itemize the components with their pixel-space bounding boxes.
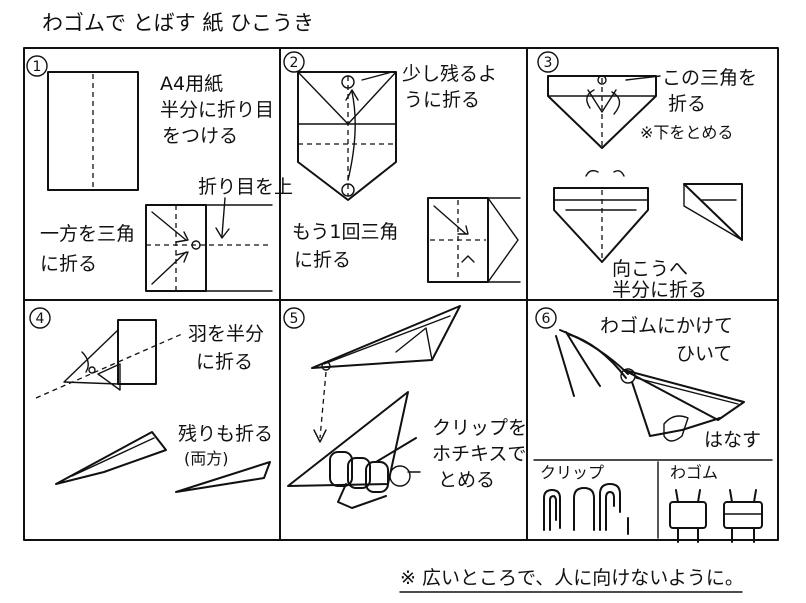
step-4-note-3: 残りも折る: [178, 423, 273, 445]
step-4-note-2: に折る: [196, 351, 253, 373]
outer-frame: [23, 47, 779, 541]
clip-position-arrow: [319, 371, 327, 439]
step-5-number: 5: [290, 311, 299, 327]
step-5-note-1: クリップを: [432, 417, 527, 439]
both-wings-folded-drawing: [55, 431, 271, 493]
step-3-note-5: 半分に折る: [612, 279, 707, 301]
step-4-badge: [29, 307, 51, 329]
step-3-note-4: 向こうへ: [612, 258, 688, 280]
step-6-note-3: はなす: [704, 429, 761, 451]
step-1-note-4: 折り目を上: [198, 176, 293, 198]
panel-grid: [23, 47, 779, 541]
legend-rubber-band-label: わゴム: [670, 463, 718, 482]
step-4-note-4: (両方): [184, 449, 229, 468]
launch-drawing: [555, 329, 745, 442]
step-3-note-2: 折る: [668, 93, 706, 115]
step-1-note-6: に折る: [40, 253, 97, 275]
a4-paper-drawing: [47, 71, 139, 191]
step-2-note-2: うに折る: [404, 89, 480, 111]
step-1-note-1: A4用紙: [160, 73, 223, 95]
step-1-number: 1: [33, 59, 42, 75]
step-2-panel: 2 少し残るよ うに折る もう1回三角 に折る: [283, 51, 521, 283]
step-4-note-1: 羽を半分: [188, 323, 264, 345]
step-6-note-2: ひいて: [676, 343, 732, 365]
step-1-note-3: をつける: [162, 125, 238, 147]
safety-note: ※ 広いところで、人に向けないように。: [400, 567, 744, 589]
small-triangle-fold-drawing: [547, 75, 661, 149]
rubber-band-icon: [669, 489, 763, 543]
step-6-number: 6: [542, 311, 551, 327]
step-3-number: 3: [544, 55, 553, 71]
step-5-panel: 5 クリップを ホチキスで とめる: [283, 305, 527, 509]
folded-side-view-drawing: [683, 183, 743, 241]
point-fold-drawing: [297, 71, 397, 201]
page-title: わゴムで とばす 紙 ひこうき: [42, 11, 314, 35]
step-6-panel: 6 わゴムにかけて ひいて はなす クリップ わゴム: [533, 307, 773, 543]
step-5-note-3: とめる: [438, 469, 495, 491]
step-6-note-1: わゴムにかけて: [600, 315, 733, 337]
step-4-number: 4: [36, 311, 45, 327]
legend-clip-label: クリップ: [540, 463, 604, 482]
step-3-panel: 3 この三角を 折る ※下をとめる 向こうへ 半分に折る: [537, 51, 757, 301]
step-4-panel: 4 羽を半分 に折る 残りも折る (両方): [29, 307, 273, 493]
step-1-note-2: 半分に折り目: [160, 99, 274, 121]
step-2-number: 2: [290, 55, 299, 71]
step-6-badge: [535, 307, 557, 329]
step-5-badge: [283, 307, 305, 329]
clip-stapled-drawing: [287, 391, 421, 509]
wing-fold-drawing: [35, 319, 183, 399]
step-5-note-2: ホチキスで: [432, 443, 526, 465]
step-2-note-3: もう1回三角: [292, 221, 399, 243]
triangle-fold-drawing: [145, 204, 273, 292]
step-3-note-1: この三角を: [662, 67, 757, 89]
step-3-note-3: ※下をとめる: [640, 123, 733, 142]
step-2-note-1: 少し残るよ: [402, 63, 497, 85]
fold-back-drawing: [553, 169, 649, 263]
step-2-badge: [283, 51, 305, 73]
step-1-pointer-arrow: [221, 197, 226, 237]
step-1-badge: [26, 55, 48, 77]
step-1-panel: 1 A4用紙 半分に折り目 をつける 折り目を上 一方を三角 に折る: [26, 55, 293, 292]
second-triangle-drawing: [427, 197, 521, 283]
step-2-note-4: に折る: [294, 249, 351, 271]
paper-clip-icon: [543, 483, 629, 535]
step-1-note-5: 一方を三角: [40, 223, 135, 245]
plane-top-view-drawing: [311, 305, 461, 371]
step-3-badge: [537, 51, 559, 73]
